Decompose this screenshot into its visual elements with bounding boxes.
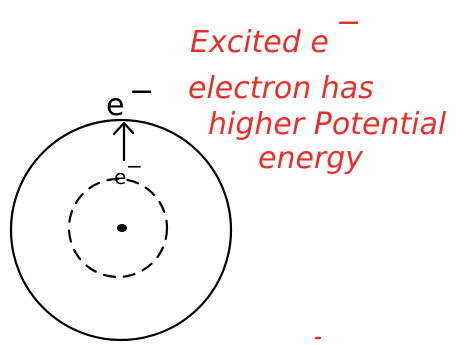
- annotation-line-2: electron has: [188, 71, 374, 106]
- annotation-line-1: Excited e: [190, 25, 329, 60]
- annotation-line-3: higher Potential: [208, 107, 447, 142]
- inner-orbit-dashed: [67, 177, 169, 279]
- nucleus-dot: [117, 224, 127, 232]
- outer-orbit: [9, 118, 233, 342]
- inner-electron-label: e: [114, 165, 126, 189]
- annotation-line-4: energy: [258, 141, 364, 176]
- outer-electron-label: e: [106, 88, 124, 123]
- outer-electron-charge: −: [129, 74, 154, 109]
- annotation-line-1-charge: −: [336, 5, 361, 40]
- excitation-arrowhead: [112, 121, 135, 136]
- inner-electron-charge: −: [126, 154, 143, 178]
